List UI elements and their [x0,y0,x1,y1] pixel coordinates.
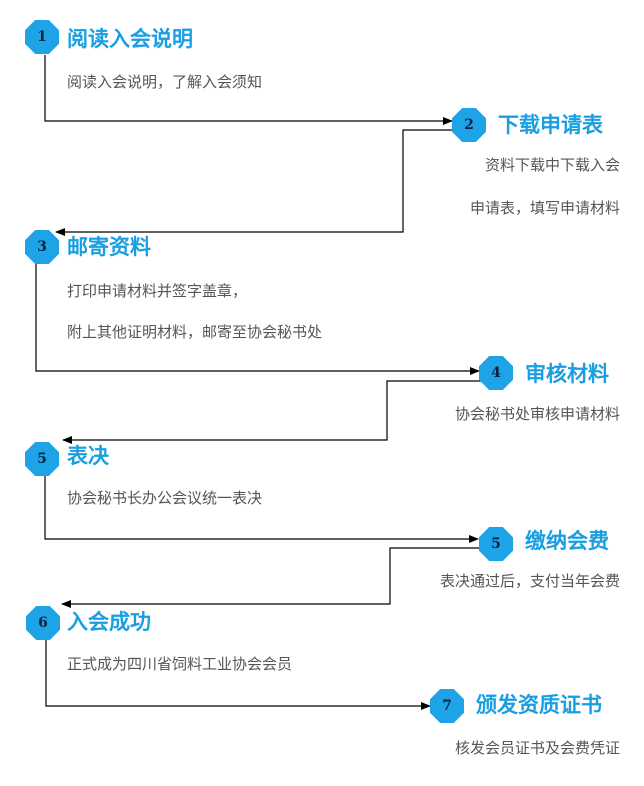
step-4-title: 审核材料 [525,362,609,386]
connector-5b-6 [61,547,496,608]
step-4-desc-line-1: 协会秘书处审核申请材料 [454,405,620,423]
step-5b-title: 缴纳会费 [525,529,609,553]
connector-2-3 [55,129,470,236]
step-3-badge: 3 [25,230,59,264]
connector-4-5 [62,380,496,444]
step-2-desc-line-1: 资料下载中下载入会 [484,156,620,174]
step-2-badge: 2 [452,108,486,142]
connector-1-2 [44,55,453,125]
step-7-desc-line-1: 核发会员证书及会费凭证 [454,739,620,757]
step-3-desc-line-1: 打印申请材料并签字盖章， [67,282,248,300]
step-2-desc-line-2: 申请表，填写申请材料 [469,199,620,217]
step-5b-badge: 5 [479,527,513,561]
step-7-title: 颁发资质证书 [476,693,602,717]
step-5-desc-line-1: 协会秘书长办公会议统一表决 [67,489,263,507]
step-3-title: 邮寄资料 [67,235,151,259]
step-6-title: 入会成功 [67,610,151,634]
step-1-badge: 1 [25,20,59,54]
step-7-badge: 7 [430,689,464,723]
connector-6-7 [45,640,431,710]
step-5-title: 表决 [67,444,109,468]
step-6-desc-line-1: 正式成为四川省饲料工业协会会员 [67,655,293,673]
step-3-desc-line-2: 附上其他证明材料，邮寄至协会秘书处 [67,323,323,341]
connector-3-4 [35,262,480,375]
step-6-badge: 6 [26,606,60,640]
step-2-title: 下载申请表 [498,113,603,137]
step-5-badge: 5 [25,442,59,476]
step-1-desc-line-1: 阅读入会说明，了解入会须知 [67,73,263,91]
step-4-badge: 4 [479,356,513,390]
connector-5-5b [44,475,479,543]
step-1-title: 阅读入会说明 [67,27,193,51]
step-5b-desc-line-1: 表决通过后，支付当年会费 [439,572,620,590]
